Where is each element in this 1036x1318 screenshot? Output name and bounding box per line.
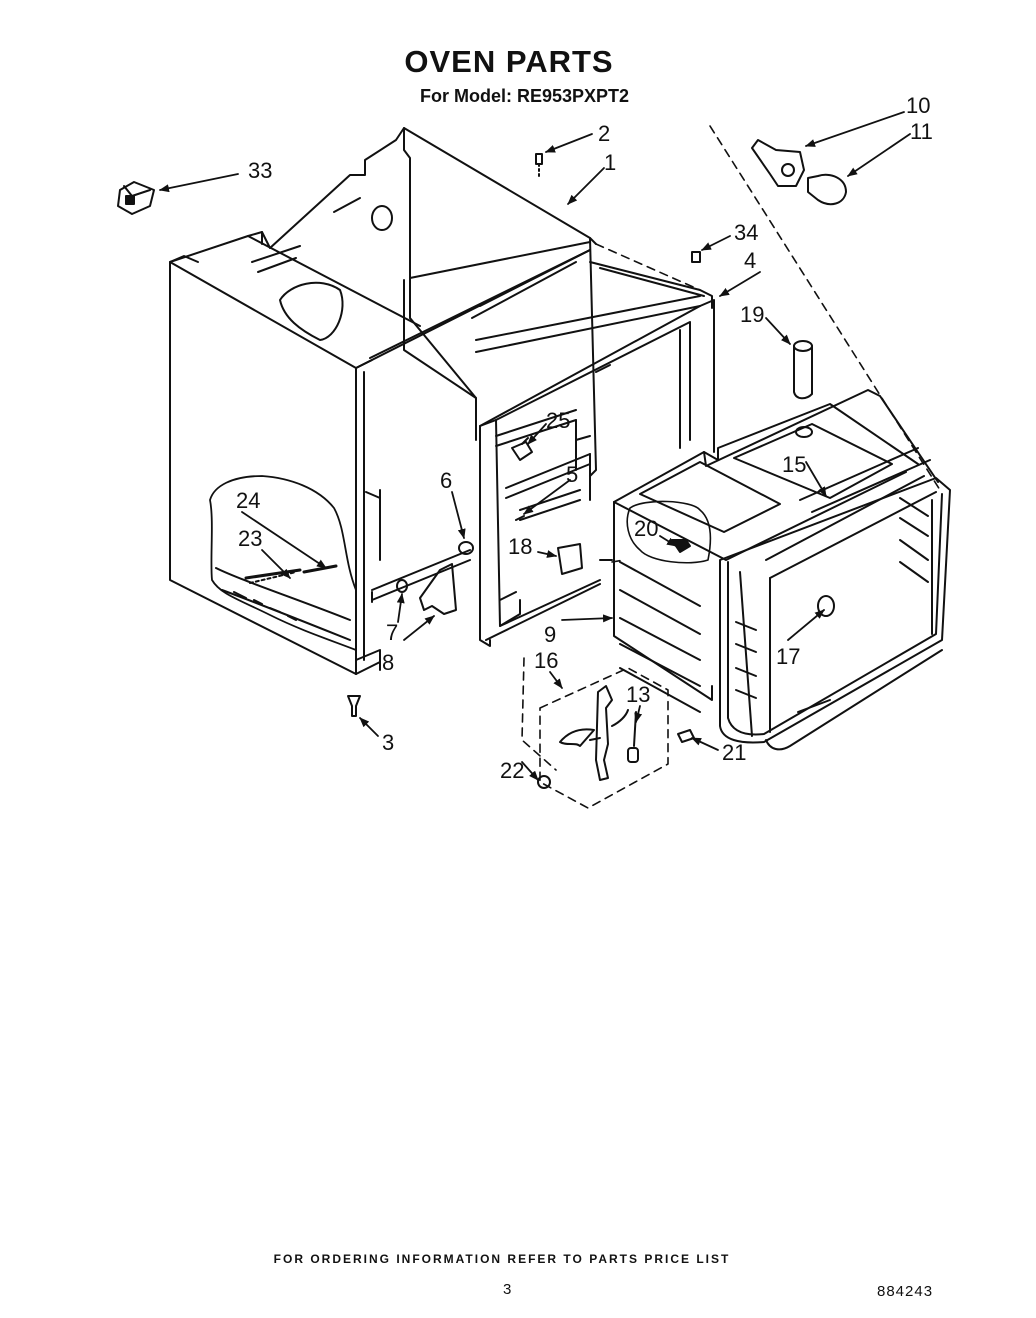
callout-18: 18 [508,534,532,559]
callout-33: 33 [248,158,272,183]
callout-13: 13 [626,682,650,707]
oven-cabinet-frame [169,127,713,675]
callout-9: 9 [544,622,556,647]
door-latch-parts [559,685,639,781]
callout-15: 15 [782,452,806,477]
latch-assembly-box [539,667,669,809]
callout-19: 19 [740,302,764,327]
callout-1: 1 [604,150,616,175]
front-frame [479,299,715,647]
callout-21: 21 [722,740,746,765]
callout-6: 6 [440,468,452,493]
model-subtitle: For Model: RE953PXPT2 [420,86,630,106]
callout-11: 11 [910,119,933,144]
callout-arrows [159,111,911,781]
small-parts [117,139,847,789]
callout-24: 24 [236,488,260,513]
page-title: OVEN PARTS [404,44,614,79]
cutaway-spring-area [209,475,357,651]
callout-4: 4 [744,248,756,273]
page-number: 3 [503,1281,512,1298]
callout-22: 22 [500,758,524,783]
dashed-leaders [521,125,941,771]
callout-16: 16 [534,648,558,673]
callout-23: 23 [238,526,262,551]
callout-5: 5 [566,462,578,487]
ordering-note: FOR ORDERING INFORMATION REFER TO PARTS … [273,1252,731,1266]
callout-17: 17 [776,644,800,669]
oven-liner [613,389,951,751]
callout-7: 7 [386,620,398,645]
callout-8: 8 [382,650,394,675]
callout-labels: 2 1 33 10 11 34 4 19 25 5 6 15 24 20 23 … [236,93,933,783]
callout-34: 34 [734,220,758,245]
callout-3: 3 [382,730,394,755]
document-code: 884243 [877,1283,934,1300]
callout-2: 2 [598,121,610,146]
callout-10: 10 [906,93,930,118]
callout-20: 20 [634,516,658,541]
callout-25: 25 [546,408,570,433]
